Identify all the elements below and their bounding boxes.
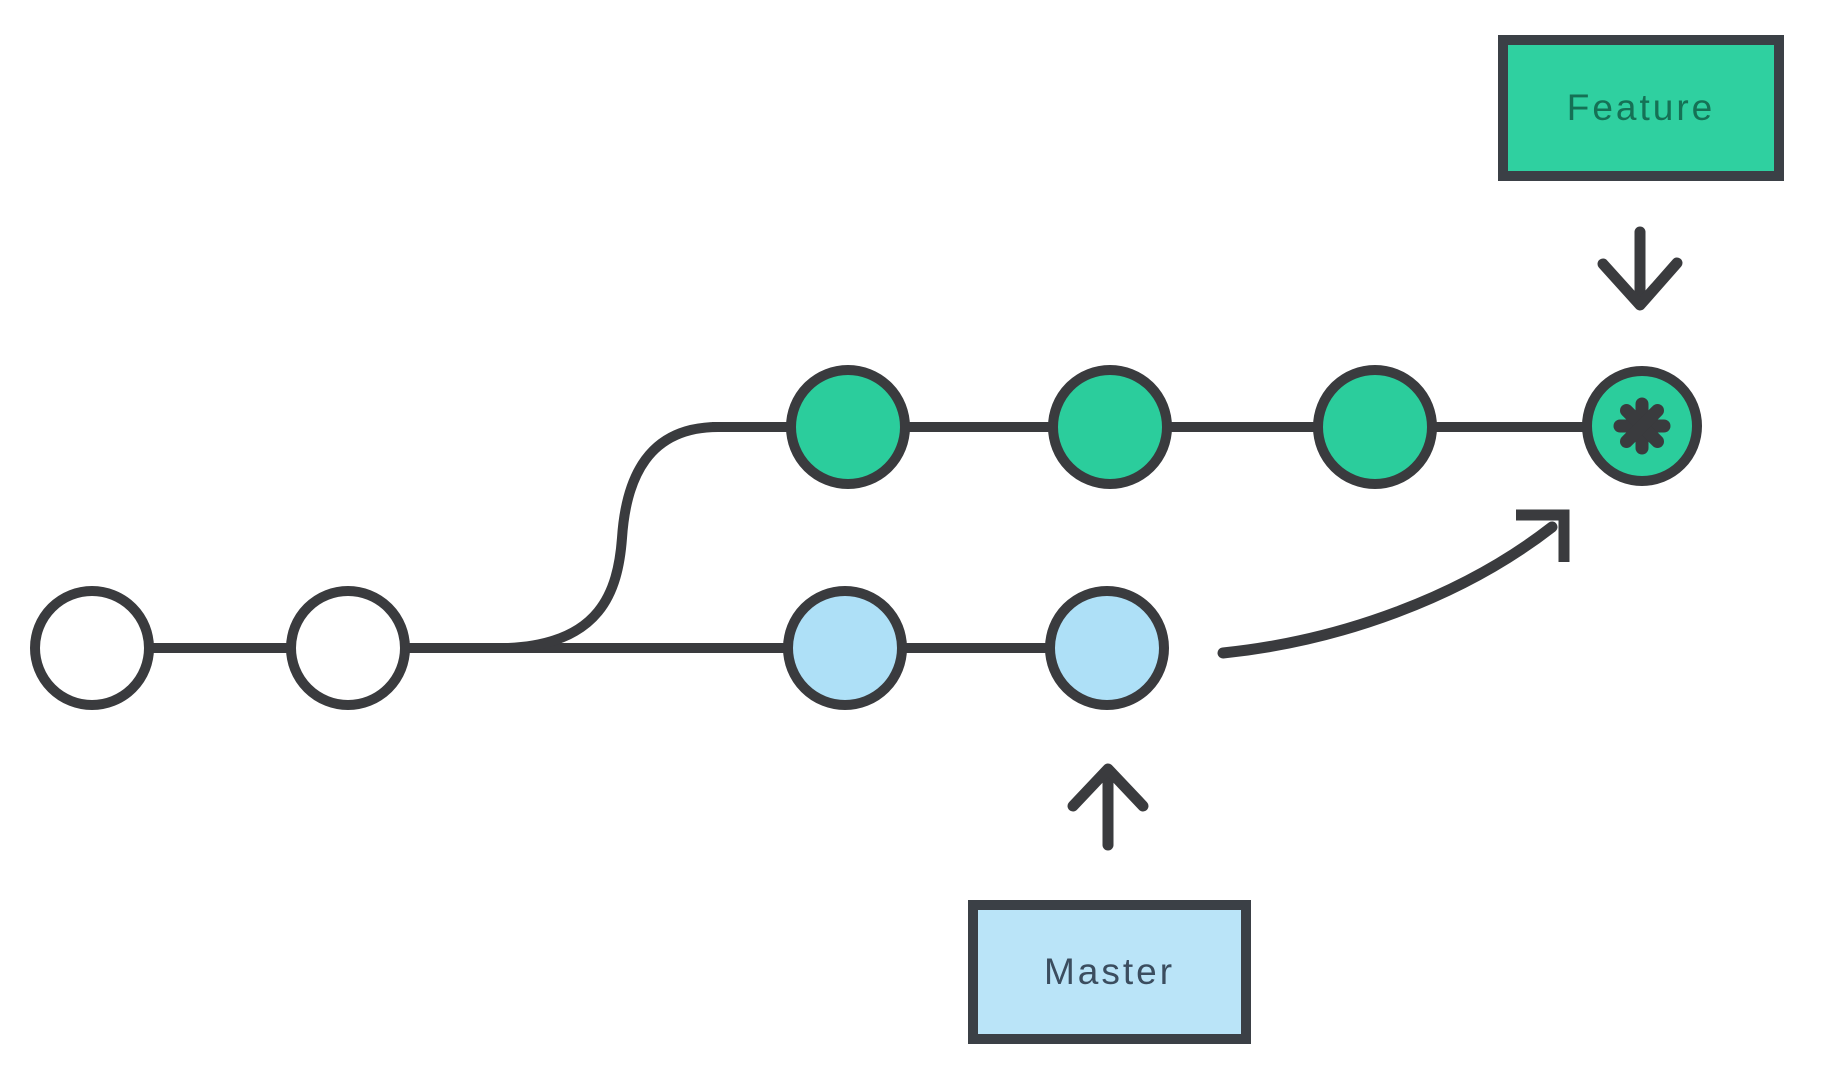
asterisk-icon — [1613, 397, 1671, 455]
initial-commit-node — [30, 586, 154, 710]
feature-commit-node — [1313, 365, 1437, 489]
branch-split-curve — [503, 422, 723, 653]
arrow-down-icon — [1597, 226, 1683, 311]
master-label-box: Master — [968, 900, 1251, 1044]
master-commit-node — [1045, 586, 1169, 710]
master-label: Master — [1043, 951, 1176, 992]
merge-arrow-curve — [1217, 521, 1558, 659]
feature-label: Feature — [1566, 87, 1716, 128]
feature-commit-node — [1048, 365, 1172, 489]
merge-arrow-head — [1516, 509, 1570, 562]
feature-head-commit-node — [1582, 366, 1702, 486]
feature-label-box: Feature — [1498, 35, 1784, 181]
curved-arrow-icon — [1217, 509, 1570, 659]
arrow-up-icon — [1067, 763, 1149, 851]
feature-commit-node — [786, 365, 910, 489]
initial-commit-node — [286, 586, 410, 710]
master-commit-node — [783, 586, 907, 710]
